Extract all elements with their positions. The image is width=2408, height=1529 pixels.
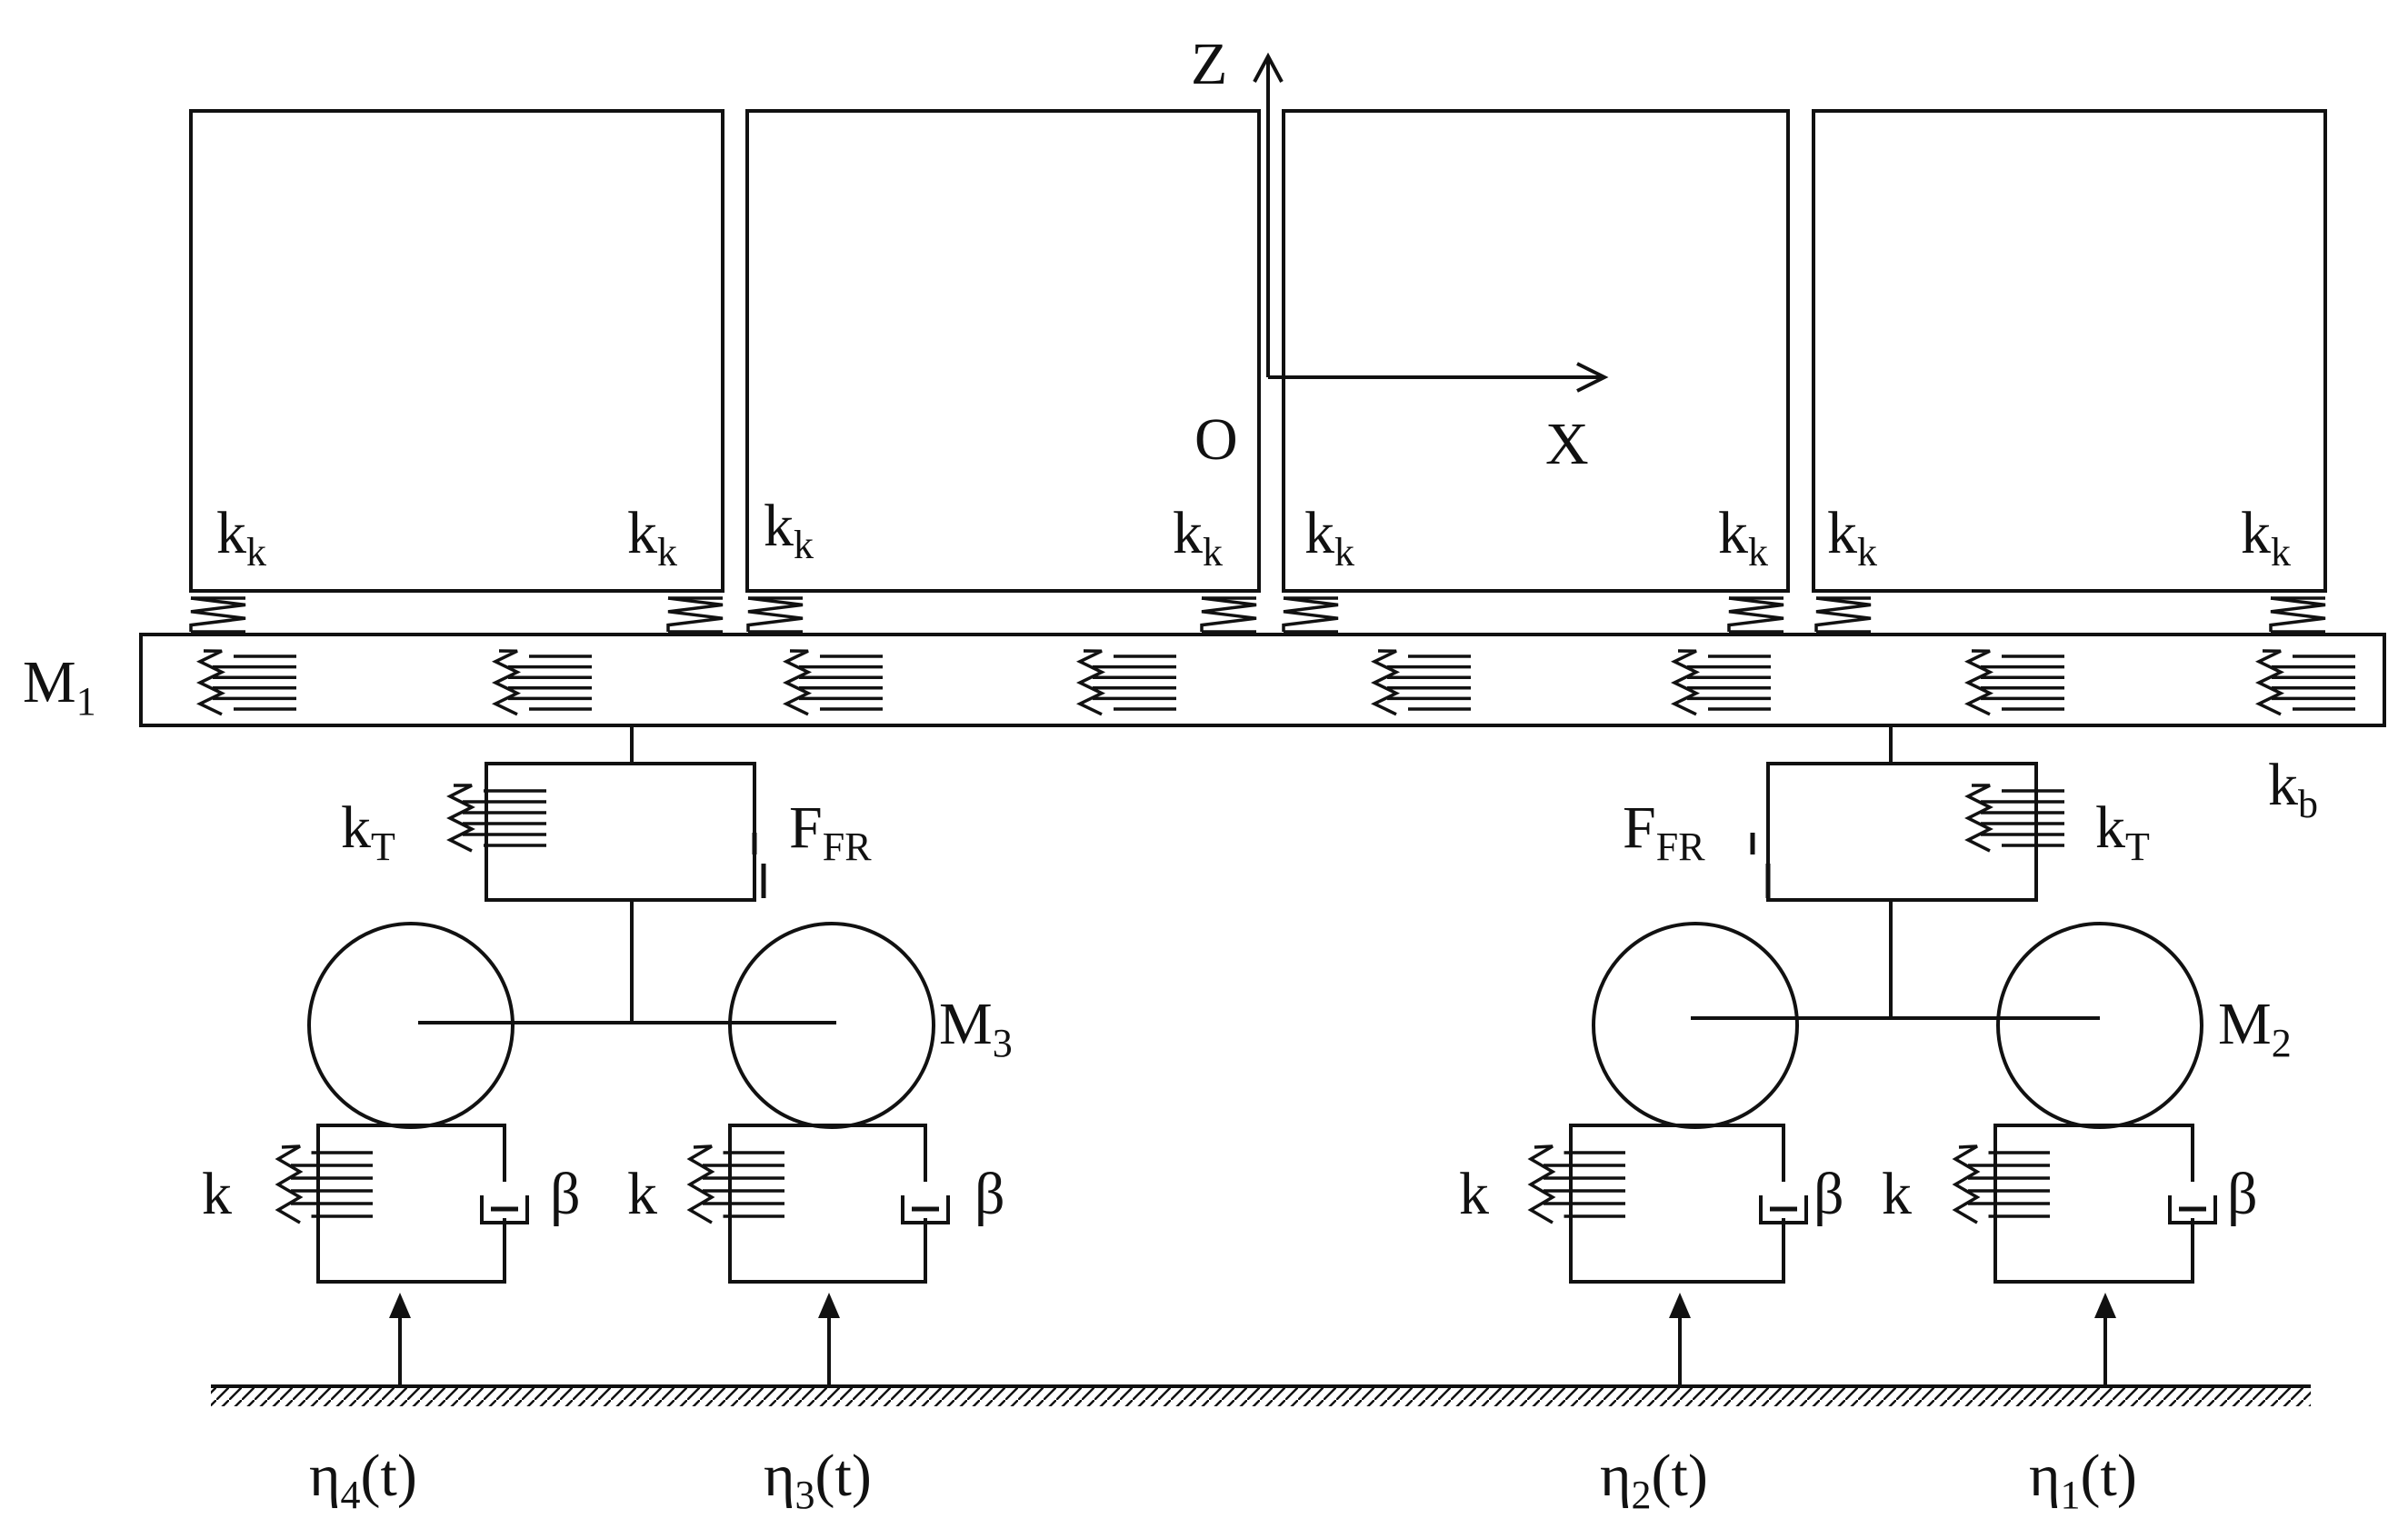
k-label: k (202, 1161, 232, 1227)
kk-label: kk (1827, 500, 1877, 575)
ffr-label-left: FFR (789, 794, 872, 869)
eta3-label: η3(t) (764, 1443, 872, 1517)
kT-label-left: kT (341, 794, 395, 869)
kb-spring (1963, 649, 2064, 716)
kk-spring (1200, 596, 1257, 634)
wheel-suspension-unit (1527, 1124, 1808, 1284)
kb-springs (195, 649, 2355, 716)
kb-spring (1670, 649, 1771, 716)
car-body-4 (1812, 109, 2327, 593)
axis-x-label: X (1545, 411, 1589, 477)
beta-label: β (2227, 1161, 2258, 1227)
kb-label: kb (2268, 752, 2318, 826)
friction-damper (752, 833, 766, 898)
kT-spring (446, 784, 546, 853)
beta-damper (480, 1195, 529, 1224)
axis-z-label: Z (1191, 31, 1227, 97)
car-body-2 (745, 109, 1261, 593)
wheel (1996, 922, 2203, 1129)
kk-spring (746, 596, 804, 634)
kk-label: kk (1718, 500, 1768, 575)
kb-spring (195, 649, 296, 716)
beta-label: β (550, 1161, 581, 1227)
excitation-arrows (389, 1293, 2116, 1386)
kk-label: kk (627, 500, 677, 575)
bogie-right (1592, 725, 2203, 1129)
eta1-label: η1(t) (2029, 1443, 2137, 1517)
beta-damper (1759, 1195, 1808, 1224)
wheel-suspension-unit (1952, 1124, 2217, 1284)
car-bodies (189, 109, 2327, 593)
ground (211, 1384, 2311, 1406)
kb-spring (1075, 649, 1176, 716)
kb-spring (1370, 649, 1471, 716)
kk-label: kk (764, 493, 814, 567)
k-label: k (1882, 1161, 1912, 1227)
kk-spring (1282, 596, 1339, 634)
kk-label: kk (1173, 500, 1223, 575)
wheel-suspension-unit (275, 1124, 529, 1284)
origin-label: O (1194, 406, 1238, 473)
kT-label-right: kT (2095, 794, 2150, 869)
beta-damper (901, 1195, 950, 1224)
kk-label: kk (1304, 500, 1354, 575)
car-body-3 (1282, 109, 1790, 593)
k-label: k (627, 1161, 657, 1227)
coordinate-axes (1253, 52, 1609, 393)
kb-spring (782, 649, 883, 716)
k-spring (1527, 1144, 1625, 1224)
wheel-suspension-units (275, 1124, 2217, 1284)
car-body-1 (189, 109, 724, 593)
ffr-label-right: FFR (1623, 794, 1705, 869)
friction-damper (1750, 833, 1771, 898)
kb-spring (491, 649, 592, 716)
kk-spring (1814, 596, 1872, 634)
beta-damper (2168, 1195, 2217, 1224)
kk-spring (2269, 596, 2326, 634)
wheel (1592, 922, 1799, 1129)
eta2-label: η2(t) (1600, 1443, 1708, 1517)
k-spring (1952, 1144, 2050, 1224)
bogie-elements (446, 784, 2064, 898)
wheel-suspension-unit (686, 1124, 950, 1284)
kk-label: kk (216, 500, 266, 575)
kk-springs (189, 596, 2326, 634)
eta4-label: η4(t) (309, 1443, 417, 1517)
kk-spring (666, 596, 724, 634)
wheel (728, 922, 935, 1129)
kb-spring (2254, 649, 2355, 716)
kk-label: kk (2241, 500, 2291, 575)
frame-m1 (139, 633, 2386, 727)
k-spring (686, 1144, 784, 1224)
kk-spring (1727, 596, 1784, 634)
beta-label: β (1813, 1161, 1844, 1227)
beta-label: β (974, 1161, 1005, 1227)
wheel (307, 922, 515, 1129)
m2-label: M2 (2218, 991, 2292, 1065)
m1-label: M1 (23, 649, 96, 724)
kk-spring (189, 596, 246, 634)
kT-spring (1964, 784, 2064, 853)
k-spring (275, 1144, 373, 1224)
bogie-left (307, 725, 935, 1129)
k-label: k (1459, 1161, 1489, 1227)
m3-label: M3 (939, 991, 1013, 1065)
